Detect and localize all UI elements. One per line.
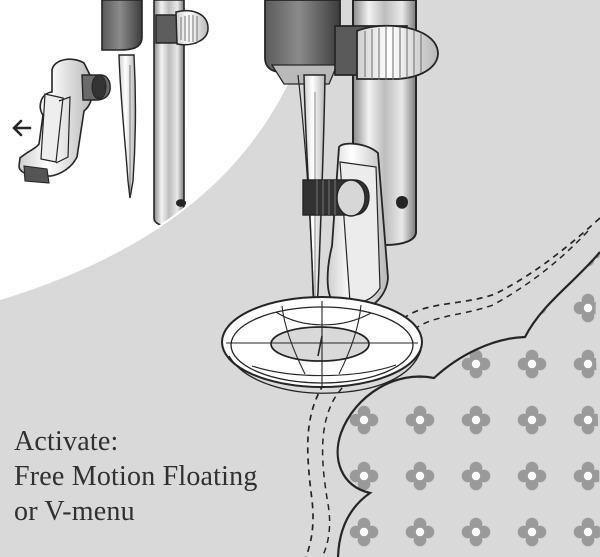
removed-presser-foot [18,58,111,184]
activate-label: Activate: [14,426,119,457]
small-needle-bar [101,0,209,227]
activation-instruction: Activate: Free Motion Floating or V-menu [14,424,344,529]
free-motion-foot [221,142,423,394]
patterned-fabric [337,252,600,557]
left-arrow-icon [12,119,32,137]
fabric-edge [336,251,600,557]
detail-inset-content [12,0,209,227]
free-motion-floating-option: Free Motion Floating [14,461,258,492]
v-menu-option: or V-menu [14,496,135,527]
